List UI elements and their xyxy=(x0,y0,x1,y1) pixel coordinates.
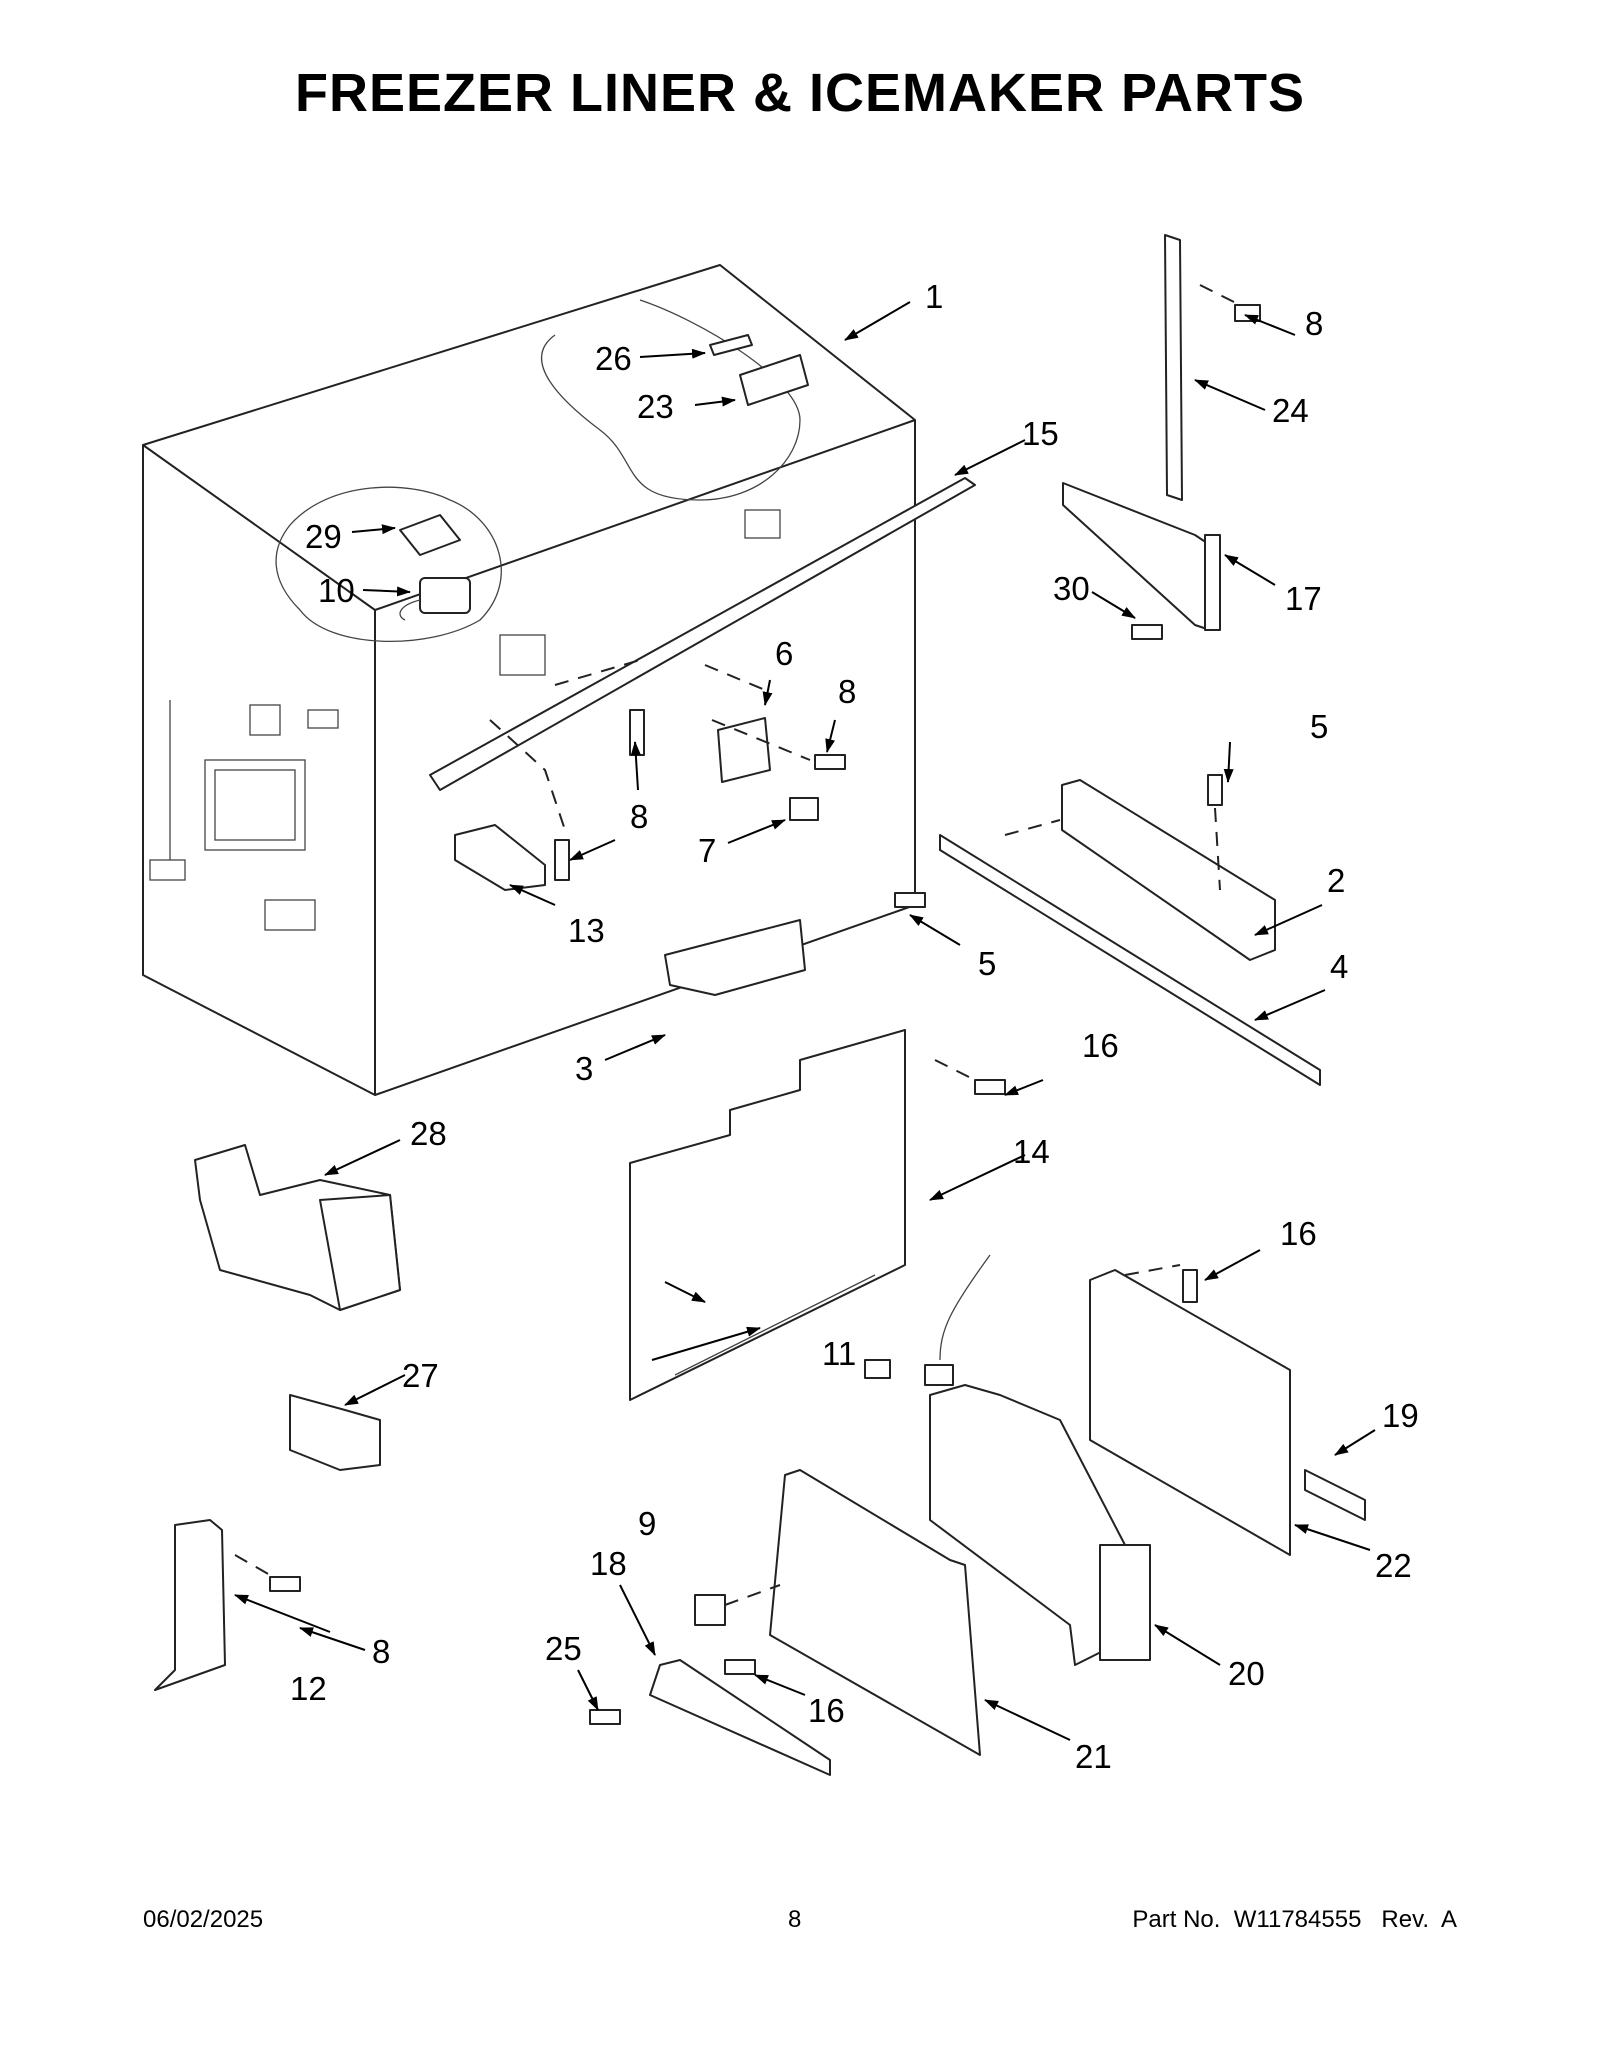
callout-5b: 5 xyxy=(1310,708,1328,745)
pan-handle[interactable] xyxy=(664,919,806,996)
slide-rail[interactable] xyxy=(939,834,1321,1086)
switch-9[interactable] xyxy=(694,1594,726,1626)
callout-5a: 5 xyxy=(978,945,996,982)
callout-27: 27 xyxy=(402,1357,439,1394)
callout-22: 22 xyxy=(1375,1547,1412,1584)
lower-rail[interactable] xyxy=(649,1659,831,1776)
switch-housing[interactable] xyxy=(717,717,771,783)
callout-23: 23 xyxy=(637,388,674,425)
icemaker-bracket[interactable] xyxy=(289,1394,381,1471)
callout-6: 6 xyxy=(775,635,793,672)
footer-page-number: 8 xyxy=(788,1906,802,1933)
callout-labels: 1 2 3 4 5 5 6 7 8 8 8 8 9 10 11 12 13 14… xyxy=(290,278,1419,1775)
callout-29: 29 xyxy=(305,518,342,555)
callout-4: 4 xyxy=(1330,948,1348,985)
callout-21: 21 xyxy=(1075,1738,1112,1775)
callout-7: 7 xyxy=(698,832,716,869)
callout-2: 2 xyxy=(1327,862,1345,899)
footer-date: 06/02/2025 xyxy=(143,1906,264,1933)
callout-8b: 8 xyxy=(838,673,856,710)
callout-16b: 16 xyxy=(1280,1215,1317,1252)
callout-8a: 8 xyxy=(630,798,648,835)
icemaker[interactable] xyxy=(194,1144,401,1311)
light-housing[interactable] xyxy=(739,354,809,406)
footer-part-number: Part No. W11784555 Rev. A xyxy=(1132,1906,1457,1933)
screw-5[interactable] xyxy=(894,774,1223,908)
callout-20: 20 xyxy=(1228,1655,1265,1692)
callout-9: 9 xyxy=(638,1505,656,1542)
screw-16b[interactable] xyxy=(1182,1269,1198,1303)
callout-26: 26 xyxy=(595,340,632,377)
rail-bracket[interactable] xyxy=(1061,779,1276,961)
control-housing-cover[interactable] xyxy=(399,514,461,556)
front-cover[interactable] xyxy=(769,1469,981,1756)
callout-17: 17 xyxy=(1285,580,1322,617)
screw-25[interactable] xyxy=(589,1709,621,1725)
callout-16a: 16 xyxy=(1082,1027,1119,1064)
callout-8d: 8 xyxy=(372,1633,390,1670)
leader-lines xyxy=(234,301,1376,1741)
callout-1: 1 xyxy=(925,278,943,315)
callout-15: 15 xyxy=(1022,415,1059,452)
door-switch[interactable] xyxy=(789,797,819,821)
screw-16a[interactable] xyxy=(974,1079,1006,1095)
ice-fan-module[interactable] xyxy=(399,577,471,621)
callout-8c: 8 xyxy=(1305,305,1323,342)
screw-30[interactable] xyxy=(1131,624,1163,640)
rail-19[interactable] xyxy=(1304,1469,1366,1521)
page-title: FREEZER LINER & ICEMAKER PARTS xyxy=(294,63,1306,123)
callout-13: 13 xyxy=(568,912,605,949)
callout-3: 3 xyxy=(575,1050,593,1087)
callout-11: 11 xyxy=(822,1335,856,1372)
callout-12: 12 xyxy=(290,1670,327,1707)
callout-10: 10 xyxy=(318,572,355,609)
callout-25: 25 xyxy=(545,1630,582,1667)
callout-24: 24 xyxy=(1272,392,1309,429)
hinge-bracket[interactable] xyxy=(1062,482,1221,631)
top-rail[interactable] xyxy=(429,477,976,791)
callout-18: 18 xyxy=(590,1545,627,1582)
control-box[interactable] xyxy=(929,1384,1151,1666)
callout-16c: 16 xyxy=(808,1692,845,1729)
callout-30: 30 xyxy=(1053,570,1090,607)
callout-19: 19 xyxy=(1382,1397,1419,1434)
vertical-bracket[interactable] xyxy=(1164,234,1183,501)
wire-harness[interactable] xyxy=(864,1254,991,1386)
wire-harness-connector[interactable] xyxy=(709,334,753,356)
rear-panel[interactable] xyxy=(629,1029,906,1401)
harness-bracket[interactable] xyxy=(454,824,546,891)
callout-28: 28 xyxy=(410,1115,447,1152)
side-panel[interactable] xyxy=(1089,1269,1291,1556)
screw-16c[interactable] xyxy=(724,1659,756,1675)
callout-14: 14 xyxy=(1013,1133,1050,1170)
mounting-bracket[interactable] xyxy=(154,1519,226,1691)
